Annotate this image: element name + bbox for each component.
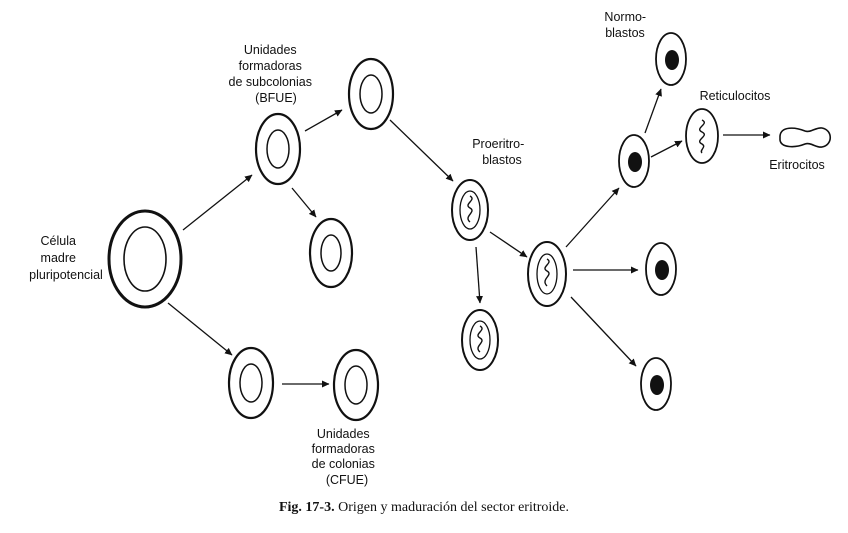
cfue-label-line-3: de colonias — [312, 457, 375, 471]
proerythroblasts-label-line-2: blastos — [482, 153, 522, 167]
proerythroblasts-label-line-1: Proeritro- — [472, 137, 524, 151]
arrow-bfue-to-proerythroblast — [389, 119, 454, 182]
bfue-label-line-2: formadoras — [239, 59, 302, 73]
normoblasts-label-line-1: Normo- — [604, 10, 646, 24]
arrow-erythroblast-to-normoblast-upper — [565, 187, 620, 248]
proerythroblast-cell-1 — [451, 179, 489, 241]
cfue-label-line-1: Unidades — [317, 427, 370, 441]
arrow-erythroblast-to-normoblast-lower — [570, 296, 637, 367]
reticulocyte-cell — [685, 108, 719, 164]
stem-cell — [107, 209, 183, 309]
arrow-bfue-to-bfue-lower — [291, 187, 317, 218]
proerythroblasts-label: Proeritro- blastos — [472, 137, 528, 167]
cfue-cell-2 — [332, 348, 380, 422]
erythrocyte-cell — [779, 127, 832, 148]
cfue-label: Unidades formadoras de colonias (CFUE) — [312, 427, 379, 487]
reticulocytes-label: Reticulocitos — [700, 89, 771, 103]
arrow-stem-to-bfue — [182, 174, 253, 231]
normoblast-cell-top — [655, 32, 687, 86]
arrow-normoblast-to-normoblast-top — [644, 88, 662, 134]
figure-caption-text: Origen y maduración del sector eritroide… — [338, 500, 570, 515]
figure-number: Fig. 17-3. — [278, 500, 335, 515]
cfue-label-line-2: formadoras — [312, 442, 375, 456]
bfue-label-line-1: Unidades — [244, 43, 297, 57]
normoblasts-label-line-2: blastos — [605, 26, 645, 40]
bfue-cell-2 — [347, 57, 395, 131]
arrow-stem-to-cfue — [167, 302, 233, 356]
flow-arrows — [167, 88, 771, 388]
erythrocytes-label: Eritrocitos — [769, 158, 825, 172]
basophilic-erythroblast-cell — [527, 241, 567, 307]
bfue-label-line-3: de subcolonias — [229, 75, 312, 89]
stem-cell-label: Célula madre pluripotencial — [29, 234, 103, 282]
reticulocytes-label-line-1: Reticulocitos — [700, 89, 771, 103]
arrow-bfue-to-bfue-upper — [304, 109, 343, 132]
stem-cell-label-line-2: madre — [41, 251, 76, 265]
arrow-proerythroblast-down — [475, 246, 483, 304]
bfue-label: Unidades formadoras de subcolonias (BFUE… — [229, 43, 316, 105]
stem-cell-label-line-3: pluripotencial — [29, 268, 103, 282]
cfue-label-line-4: (CFUE) — [326, 473, 368, 487]
bfue-label-line-4: (BFUE) — [255, 91, 297, 105]
normoblast-cell-upper — [618, 134, 650, 188]
arrow-proerythroblast-to-erythroblast — [489, 231, 528, 258]
stem-cell-label-line-1: Célula — [41, 234, 76, 248]
proerythroblast-cell-2 — [461, 309, 499, 371]
normoblast-cell-middle — [645, 242, 677, 296]
arrow-normoblast-to-reticulocyte — [650, 140, 683, 158]
bfue-cell-1 — [254, 112, 302, 186]
normoblasts-label: Normo- blastos — [604, 10, 649, 40]
normoblast-cell-lower — [640, 357, 672, 411]
cfue-cell-1 — [227, 346, 275, 420]
erythrocytes-label-line-1: Eritrocitos — [769, 158, 825, 172]
figure-caption: Fig. 17-3. Origen y maduración del secto… — [0, 500, 848, 516]
bfue-cell-3 — [308, 217, 354, 289]
